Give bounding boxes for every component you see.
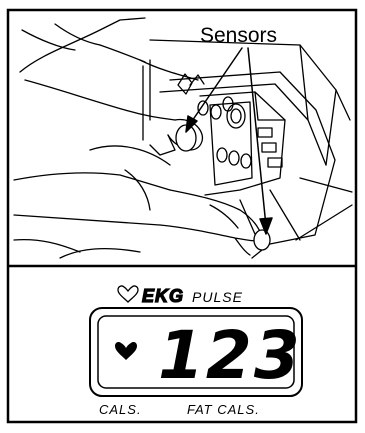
heart-filled-icon <box>115 342 137 360</box>
display-panel: EKG PULSE 123 CALS. FAT CALS. <box>89 285 303 417</box>
illustration-panel <box>13 17 353 259</box>
lcd-inner-screen <box>97 315 295 389</box>
arrow-icon <box>185 115 198 133</box>
arrow-icon <box>189 47 243 125</box>
pulse-reading: 123 <box>158 317 302 394</box>
ekg-label: EKG <box>142 286 184 306</box>
cals-label: CALS. <box>99 402 142 417</box>
upper-arm <box>19 17 204 156</box>
console-housing <box>142 39 353 259</box>
arrow-icon <box>259 217 273 235</box>
sensors-label: Sensors <box>200 24 277 47</box>
upper-sensor <box>175 124 197 152</box>
lower-sensor <box>253 229 271 251</box>
fat-cals-label: FAT CALS. <box>187 402 260 417</box>
arrow-icon <box>247 47 267 227</box>
heart-outline-icon <box>117 285 139 303</box>
pulse-label: PULSE <box>192 289 243 305</box>
callout-arrows <box>185 47 273 235</box>
